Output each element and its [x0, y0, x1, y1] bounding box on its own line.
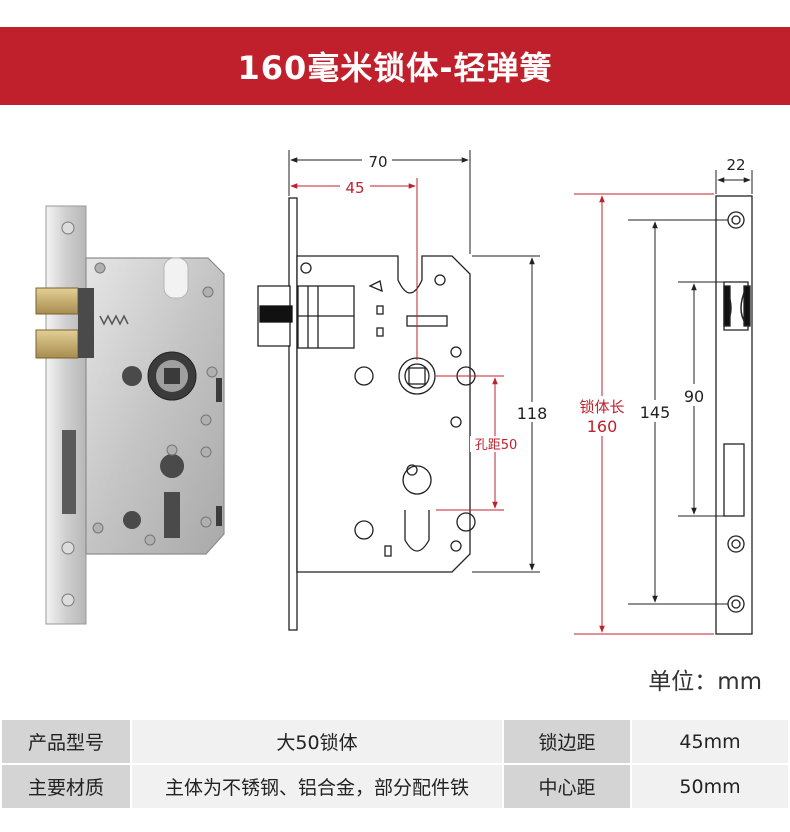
dim-lock-length-value: 160: [587, 417, 618, 436]
spec-label-backset: 锁边距: [502, 718, 632, 765]
spec-value-backset: 45mm: [630, 718, 790, 765]
front-faceplate: [715, 195, 753, 635]
title-banner: 160毫米锁体-轻弹簧: [0, 27, 790, 105]
page-title: 160毫米锁体-轻弹簧: [237, 49, 553, 87]
dim-22: 22: [726, 156, 745, 174]
side-faceplate: [288, 197, 298, 631]
dim-hole-distance: 孔距50: [475, 438, 518, 453]
lock-photo: [35, 205, 225, 625]
spec-label-model: 产品型号: [0, 718, 132, 765]
spec-table: 产品型号 大50锁体 锁边距 45mm 主要材质 主体为不锈钢、铝合金，部分配件…: [0, 718, 790, 810]
dim-90: 90: [684, 387, 704, 406]
cylinder-hole: [160, 454, 185, 538]
dim-145: 145: [640, 403, 671, 422]
dim-45: 45: [345, 179, 364, 197]
table-row: 产品型号 大50锁体 锁边距 45mm: [0, 718, 790, 765]
lock-diagram: 70 45 118 孔距50 22 锁体长 160 145 90: [35, 150, 753, 635]
lock-case: [85, 257, 225, 555]
table-row: 主要材质 主体为不锈钢、铝合金，部分配件铁 中心距 50mm: [0, 763, 790, 810]
spring: [99, 314, 129, 326]
dim-lock-length-label: 锁体长: [579, 398, 624, 416]
spec-label-center: 中心距: [502, 763, 632, 810]
spec-value-material: 主体为不锈钢、铝合金，部分配件铁: [130, 763, 504, 810]
spec-value-model: 大50锁体: [130, 718, 504, 765]
faceplate-drawing: [715, 195, 753, 635]
latch-bolt: [35, 287, 79, 315]
spec-label-material: 主要材质: [0, 763, 132, 810]
dim-70: 70: [368, 153, 387, 171]
unit-label: 单位：mm: [648, 669, 762, 695]
faceplate: [45, 205, 87, 625]
side-cylinder: [402, 465, 432, 552]
dim-118: 118: [517, 404, 548, 423]
side-drawing: [257, 197, 476, 631]
spec-value-center: 50mm: [630, 763, 790, 810]
